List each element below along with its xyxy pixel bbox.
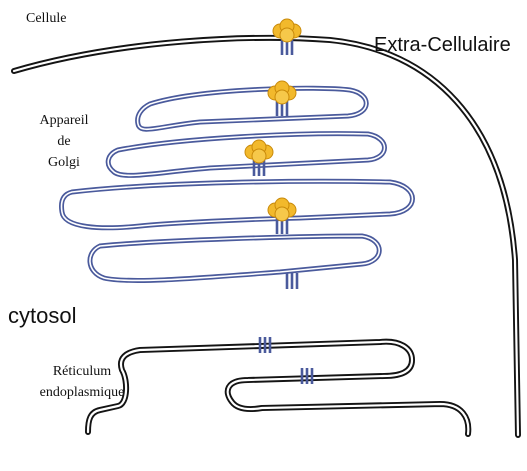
label-cytosol: cytosol: [8, 303, 77, 328]
label-er-line1: Réticulum: [52, 364, 112, 379]
label-er: Réticulum endoplasmique: [30, 361, 134, 403]
protein-membrane-top: [272, 18, 302, 57]
plasma-membrane: [11, 34, 521, 438]
golgi-apparatus: [59, 85, 415, 283]
anchor-golgi-4: [285, 271, 299, 291]
golgi-cisterna-3: [59, 178, 415, 231]
golgi-cisterna-1: [135, 85, 369, 132]
golgi-cisterna-2: [105, 131, 387, 178]
protein-golgi-3: [267, 197, 297, 236]
label-cell: Cellule: [26, 11, 67, 26]
protein-golgi-2: [244, 139, 274, 178]
label-er-line2: endoplasmique: [39, 385, 125, 400]
endoplasmic-reticulum: [85, 338, 472, 437]
label-golgi-line2: de: [57, 134, 71, 149]
label-extracellular: Extra-Cellulaire: [374, 34, 511, 56]
label-golgi-line1: Appareil: [39, 113, 89, 128]
protein-golgi-1: [267, 80, 297, 118]
label-golgi-line3: Golgi: [48, 155, 80, 170]
golgi-cisterna-4: [87, 233, 382, 283]
label-golgi: Appareil de Golgi: [20, 110, 108, 173]
